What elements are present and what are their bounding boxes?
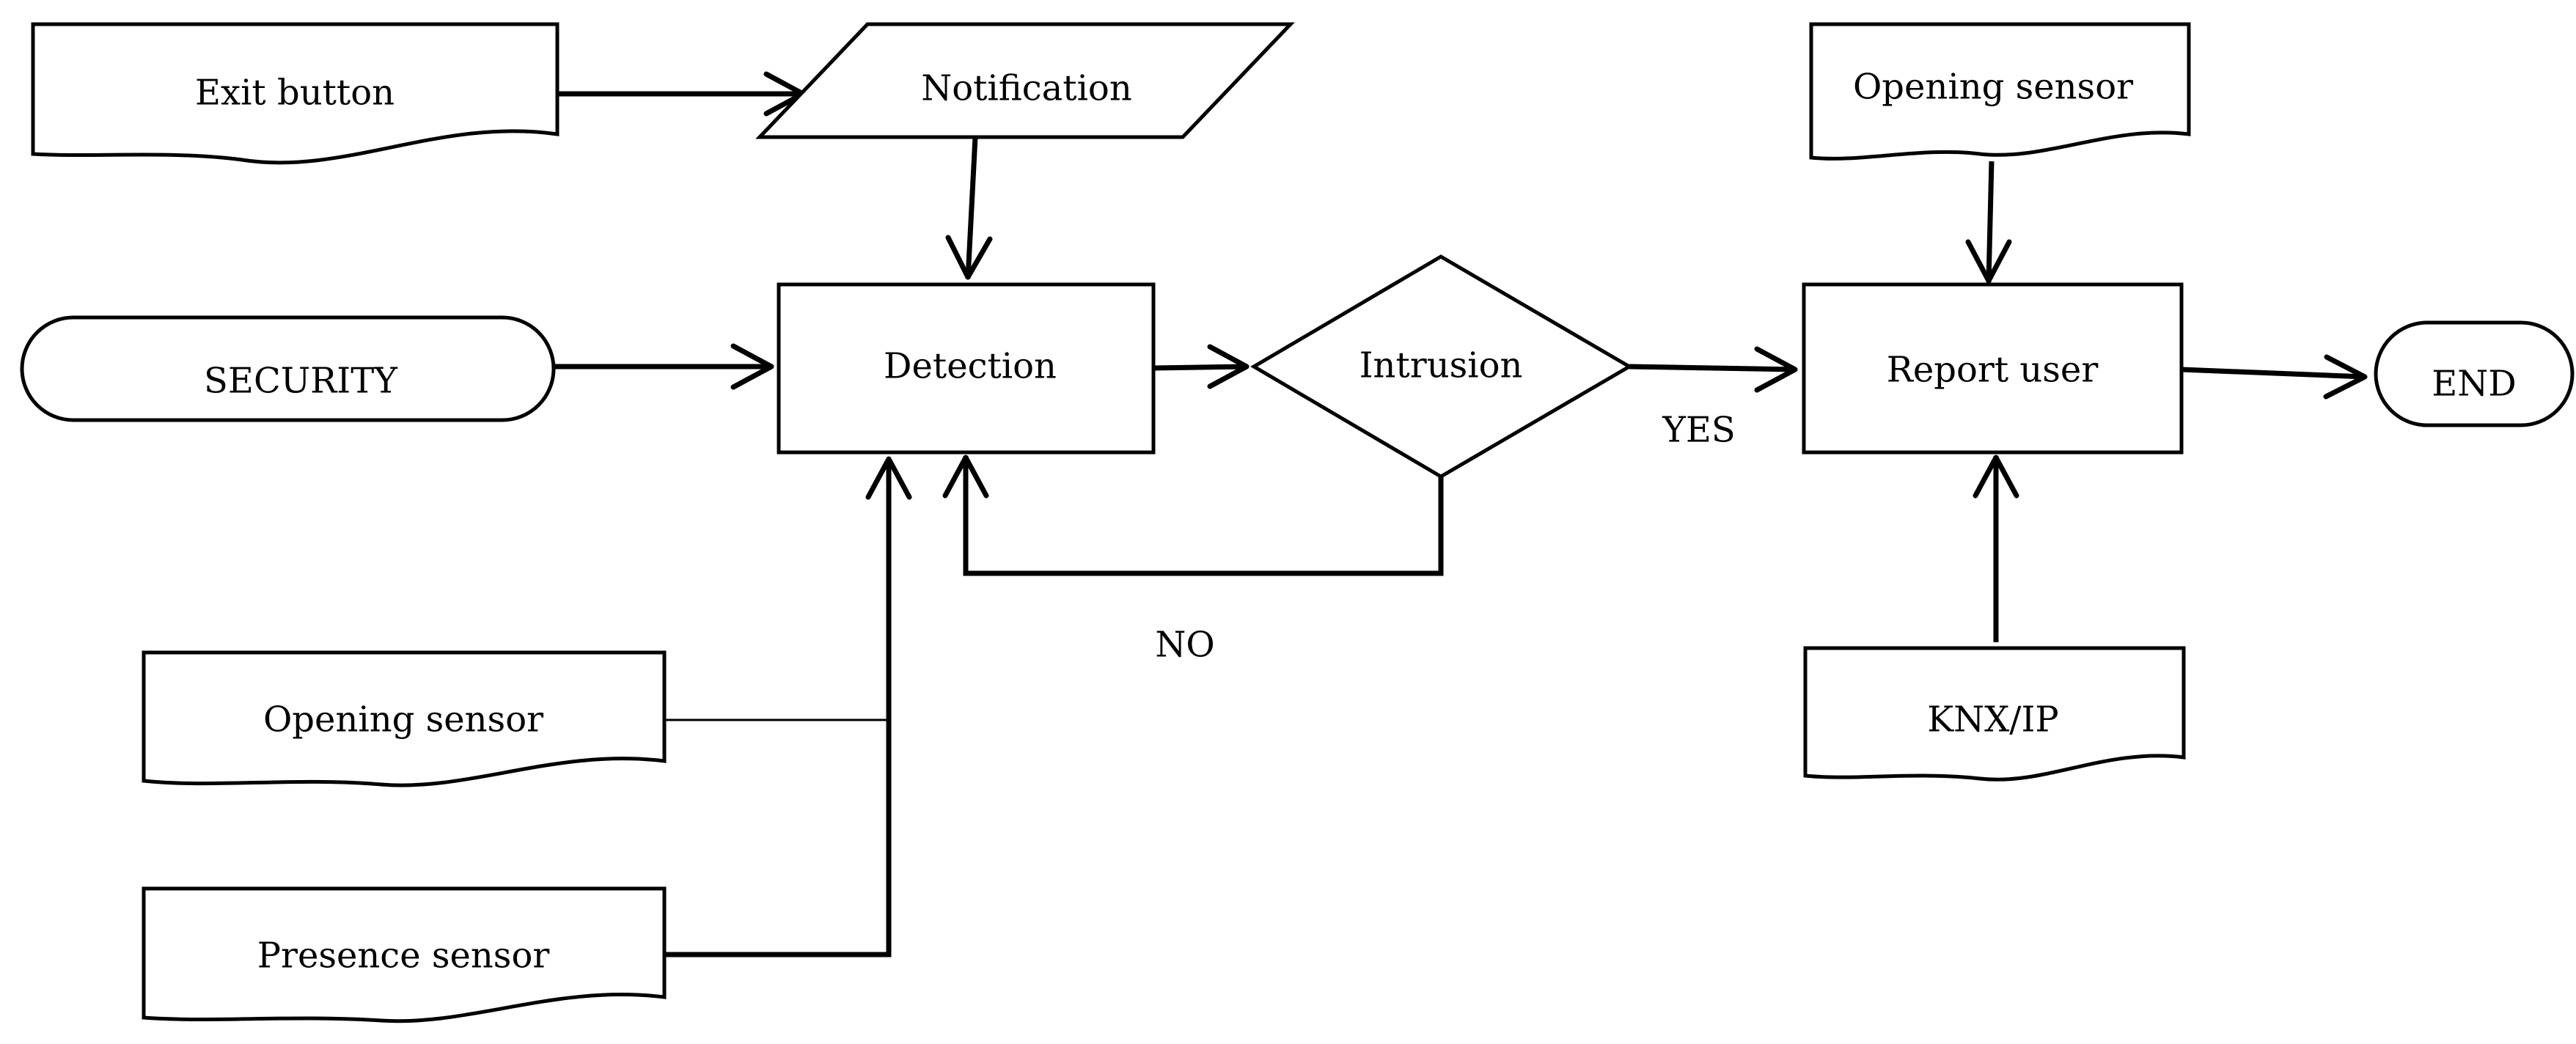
edge-intrusion-to-report-yes xyxy=(1629,346,1798,393)
edge-exit-to-notification xyxy=(557,71,806,117)
node-opening-sensor-bottom: Opening sensor xyxy=(142,650,667,787)
edge-security-to-detection xyxy=(554,343,774,390)
node-opening-sensor-top-label: Opening sensor xyxy=(1853,67,2133,108)
node-knx-ip: KNX/IP xyxy=(1803,646,2186,782)
node-notification-label: Notification xyxy=(921,68,1132,109)
node-detection: Detection xyxy=(777,282,1156,455)
edge-label-yes: YES xyxy=(1662,410,1736,451)
node-security-label: SECURITY xyxy=(204,361,398,402)
node-opening-sensor-bottom-label: Opening sensor xyxy=(263,699,543,740)
node-detection-label: Detection xyxy=(884,346,1057,387)
edge-opening-sensor-to-report xyxy=(1965,161,2012,284)
node-opening-sensor-top: Opening sensor xyxy=(1809,22,2191,161)
node-exit-button: Exit button xyxy=(31,22,559,165)
edge-detection-to-intrusion xyxy=(1153,344,1250,389)
edge-notification-to-detection xyxy=(945,136,993,280)
node-end-label: END xyxy=(2432,364,2517,405)
node-presence-sensor-label: Presence sensor xyxy=(257,935,550,977)
node-security: SECURITY xyxy=(20,315,556,422)
edge-presence-sensor-branch xyxy=(664,459,892,957)
edge-knx-to-report xyxy=(1973,455,2019,642)
node-intrusion-label: Intrusion xyxy=(1359,345,1523,386)
node-intrusion: Intrusion xyxy=(1250,254,1633,479)
edge-report-to-end xyxy=(2181,354,2368,400)
edge-sensors-to-detection xyxy=(664,456,912,957)
node-knx-ip-label: KNX/IP xyxy=(1927,699,2058,740)
node-report-user: Report user xyxy=(1802,282,2184,455)
node-report-user-label: Report user xyxy=(1887,350,2099,391)
edge-label-no: NO xyxy=(1155,625,1214,666)
node-end: END xyxy=(2374,320,2575,427)
edge-intrusion-to-detection-no xyxy=(942,455,1444,576)
node-exit-button-label: Exit button xyxy=(195,73,395,114)
node-presence-sensor: Presence sensor xyxy=(142,886,667,1023)
node-notification: Notification xyxy=(755,22,1295,139)
